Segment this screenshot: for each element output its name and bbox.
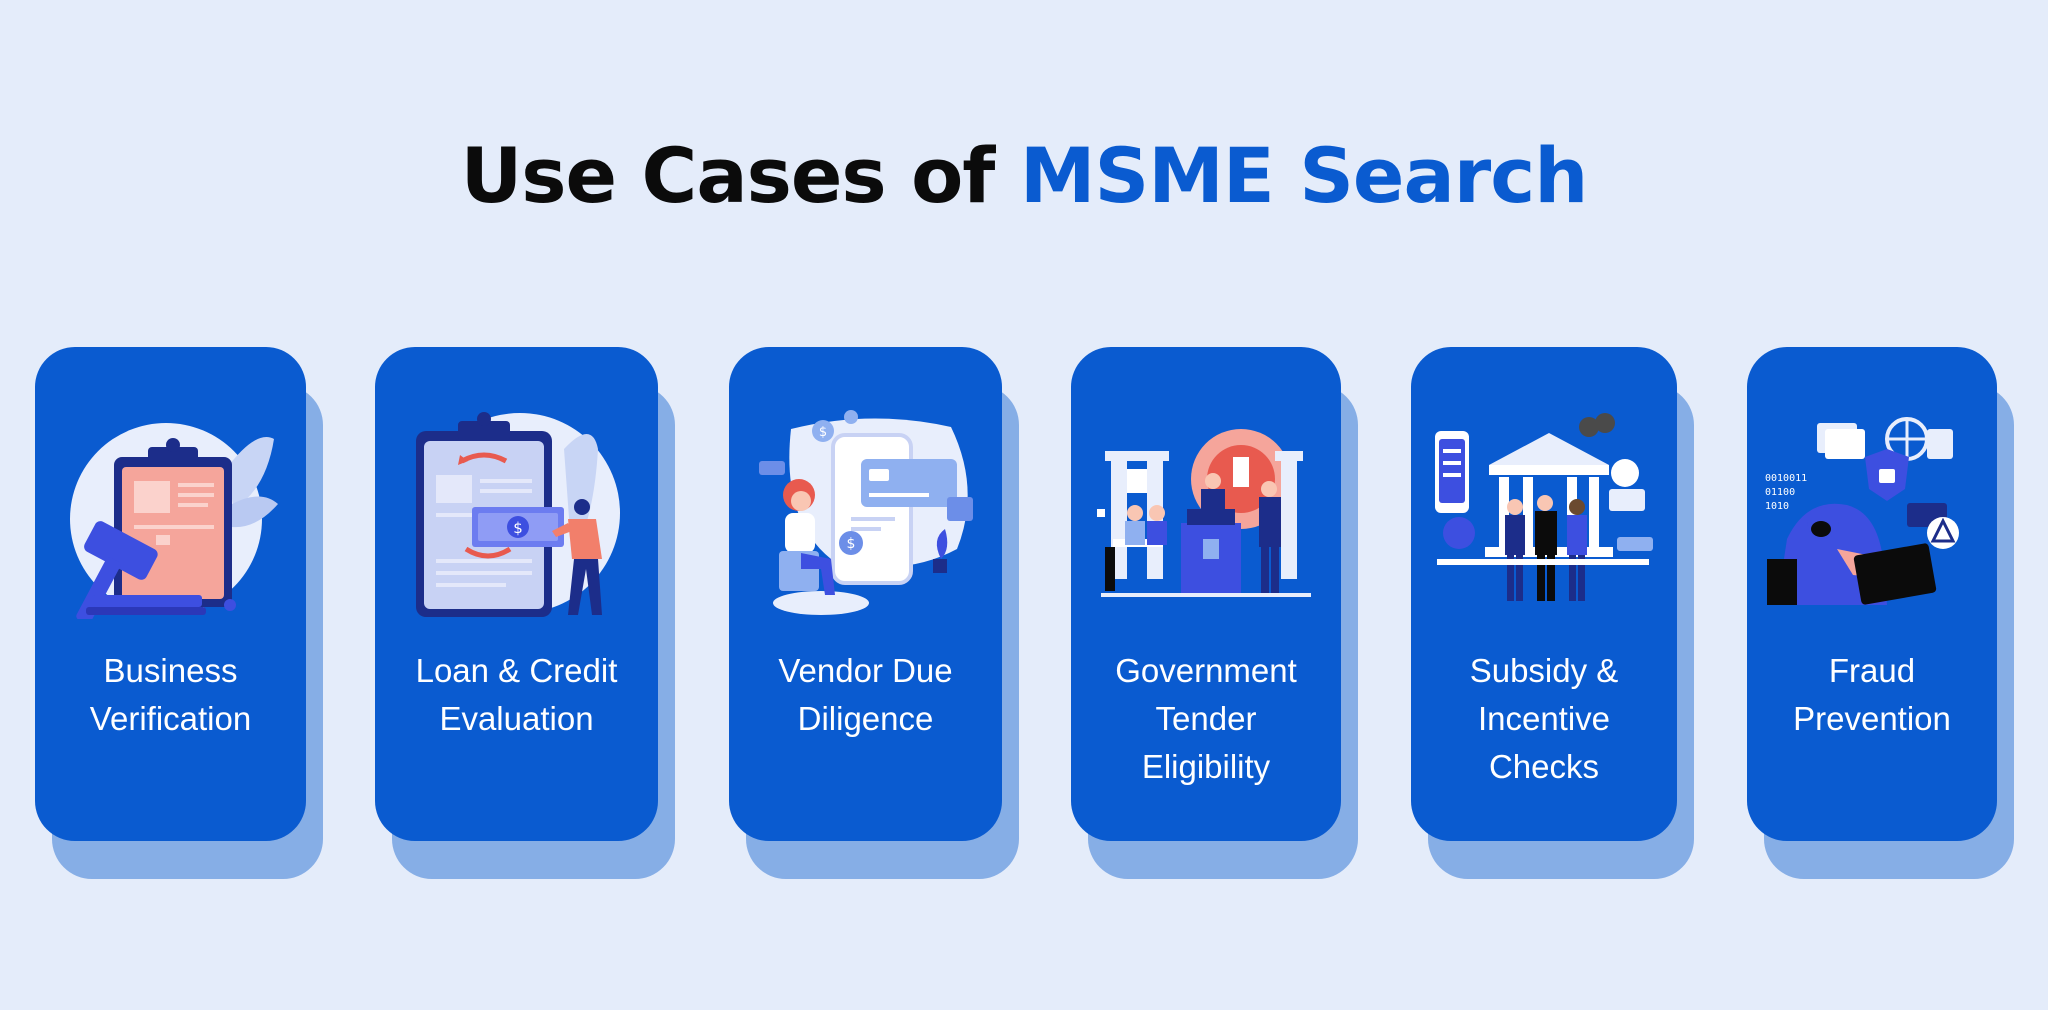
card-label-line-2: Diligence <box>797 700 934 737</box>
card-body: Government Tender Eligibility <box>1071 347 1341 841</box>
title-prefix: Use Cases of <box>460 131 1020 220</box>
card-label-line-3: Checks <box>1488 748 1600 785</box>
card-label-line-1: Loan & Credit <box>415 652 618 689</box>
card-label: Subsidy & Incentive Checks <box>1421 647 1667 791</box>
svg-text:$: $ <box>513 519 523 537</box>
gavel-clipboard-icon <box>35 409 306 619</box>
card-label-line-1: Subsidy & <box>1469 652 1619 689</box>
card-label: Business Verification <box>45 647 296 743</box>
use-case-card-business-verification: Business Verification <box>35 347 323 879</box>
phone-payment-icon: $ $ <box>729 409 1002 619</box>
card-label: Loan & Credit Evaluation <box>385 647 648 743</box>
title-highlight: MSME Search <box>1019 131 1589 220</box>
svg-text:1010: 1010 <box>1765 501 1789 512</box>
card-label-line-1: Business <box>103 652 238 689</box>
svg-text:$: $ <box>846 536 855 552</box>
svg-text:0010011: 0010011 <box>1765 473 1807 484</box>
card-label: Fraud Prevention <box>1757 647 1987 743</box>
loan-clipboard-icon: $ <box>375 409 658 619</box>
card-body: Subsidy & Incentive Checks <box>1411 347 1677 841</box>
card-body: Business Verification <box>35 347 306 841</box>
use-case-card-fraud-prevention: 0010011 01100 1010 Fraud Prevention <box>1747 347 2014 879</box>
svg-text:01100: 01100 <box>1765 487 1795 498</box>
card-label-line-2: Tender <box>1155 700 1257 737</box>
svg-text:$: $ <box>818 425 826 440</box>
use-case-card-loan-credit-evaluation: $ Loan & Credit Evaluation <box>375 347 675 879</box>
card-label: Vendor Due Diligence <box>739 647 992 743</box>
card-label-line-2: Verification <box>89 700 252 737</box>
use-case-card-subsidy-incentive-checks: Subsidy & Incentive Checks <box>1411 347 1694 879</box>
card-label-line-1: Vendor Due <box>778 652 953 689</box>
card-body: 0010011 01100 1010 Fraud Prevention <box>1747 347 1997 841</box>
card-body: $ $ Vendor Due Diligence <box>729 347 1002 841</box>
card-body: $ Loan & Credit Evaluation <box>375 347 658 841</box>
bank-handshake-icon <box>1411 409 1677 619</box>
use-case-card-government-tender-eligibility: Government Tender Eligibility <box>1071 347 1358 879</box>
card-label-line-3: Eligibility <box>1141 748 1271 785</box>
card-label-line-2: Incentive <box>1477 700 1611 737</box>
courthouse-meeting-icon <box>1071 409 1341 619</box>
card-label: Government Tender Eligibility <box>1081 647 1331 791</box>
use-case-card-vendor-due-diligence: $ $ Vendor Due Diligence <box>729 347 1019 879</box>
hacker-security-icon: 0010011 01100 1010 <box>1747 409 1997 619</box>
card-label-line-1: Government <box>1115 652 1297 689</box>
card-label-line-2: Prevention <box>1793 700 1951 737</box>
card-label-line-1: Fraud <box>1828 652 1916 689</box>
card-label-line-2: Evaluation <box>439 700 594 737</box>
page-title: Use Cases of MSME Search <box>0 138 2048 214</box>
